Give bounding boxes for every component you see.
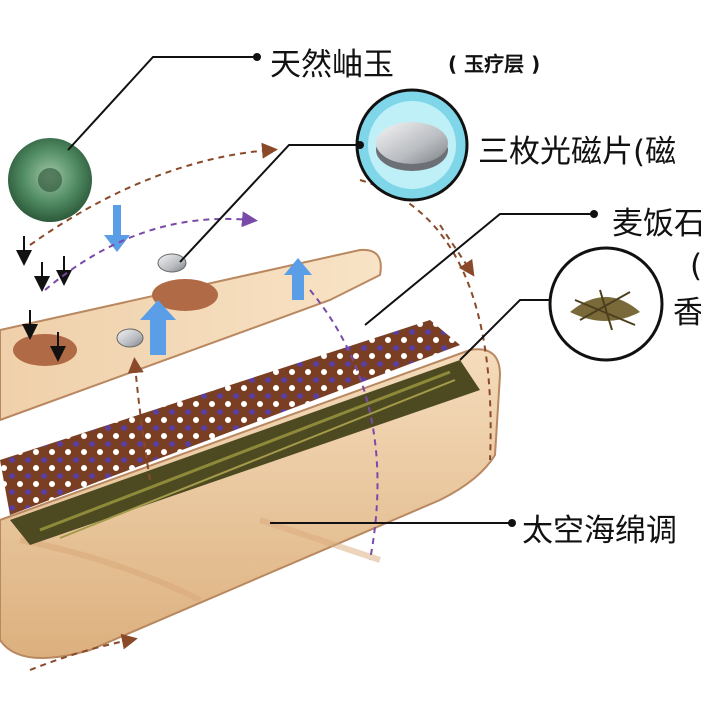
maifan-stone-layer: [0, 320, 460, 515]
label-paren: (: [690, 248, 701, 284]
jade-disc-icon: [8, 138, 92, 222]
label-herb: 香: [673, 295, 701, 331]
jade-foam-flap: [0, 248, 382, 422]
sponge-base: [0, 348, 502, 659]
label-magnets: 三枚光磁片(磁: [478, 134, 677, 170]
label-maifan-stone: 麦饭石: [612, 206, 701, 242]
herb-icon: [548, 246, 664, 362]
label-natural-jade: 天然岫玉: [270, 47, 394, 83]
herb-filling-layer: [10, 360, 480, 545]
label-jade-layer: ( 玉疗层 ): [448, 52, 541, 76]
jade-down-arrows: [16, 236, 72, 362]
leader-lines: [67, 53, 598, 527]
label-space-sponge: 太空海绵调: [522, 513, 677, 549]
magnet-icon: [355, 88, 469, 202]
